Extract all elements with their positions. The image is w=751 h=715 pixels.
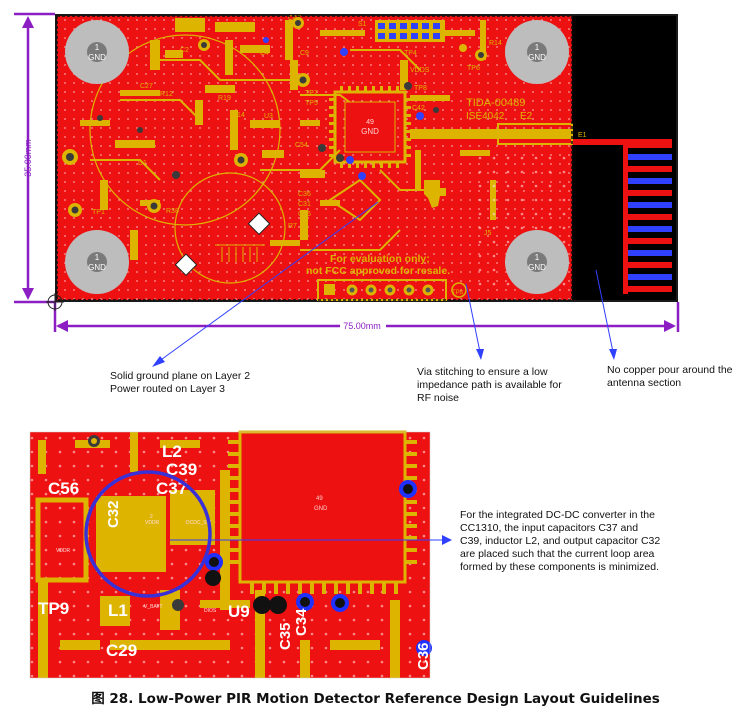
figure-caption: 图 28. Low-Power PIR Motion Detector Refe… <box>91 691 660 707</box>
svg-text:TP5: TP5 <box>305 100 318 107</box>
header-connector-top <box>375 20 445 42</box>
ti-logo <box>424 180 446 208</box>
rf-trace <box>410 129 572 139</box>
callout-arrows-top <box>152 201 617 367</box>
zoom-u9: U9 <box>228 602 250 621</box>
silkscreen: TIDA-00489 ISE4042 E2 E1 For evaluation … <box>92 15 587 296</box>
svg-text:R7: R7 <box>288 223 297 230</box>
svg-text:C41: C41 <box>412 96 425 103</box>
zoom-l2: L2 <box>162 442 182 461</box>
pir-lens-outline <box>174 172 286 284</box>
svg-text:1: 1 <box>535 253 540 262</box>
pir-pad-1 <box>247 212 271 236</box>
zoom-c29: C29 <box>106 641 137 660</box>
svg-text:GND: GND <box>528 53 546 62</box>
header-connector-bottom <box>317 279 467 301</box>
mounting-hole-br: 1 GND <box>505 230 569 294</box>
svg-text:C14: C14 <box>232 112 245 119</box>
svg-text:U3: U3 <box>264 113 273 120</box>
zoom-c36: C36 <box>415 642 432 670</box>
svg-text:GND: GND <box>88 263 106 272</box>
svg-text:2: 2 <box>150 514 153 520</box>
zoom-tp9: TP9 <box>38 599 69 618</box>
svg-text:TP1: TP1 <box>92 209 105 216</box>
svg-text:R14: R14 <box>489 40 502 47</box>
svg-text:DCDC_SW: DCDC_SW <box>186 520 212 526</box>
svg-text:TP7: TP7 <box>305 90 318 97</box>
svg-text:R38: R38 <box>166 208 179 215</box>
eval-line-2: not FCC approved for resale. <box>306 265 450 277</box>
svg-text:C31: C31 <box>298 201 311 208</box>
mounting-hole-tl: 1 GND <box>65 20 129 84</box>
svg-text:R12: R12 <box>160 91 173 98</box>
svg-text:VDDR: VDDR <box>56 548 71 554</box>
svg-text:C27: C27 <box>140 83 153 90</box>
svg-text:C67: C67 <box>288 15 301 22</box>
svg-text:C36: C36 <box>298 191 311 198</box>
callout-via-stitching: Via stitching to ensure a low impedance … <box>417 366 562 404</box>
zoom-c34: C34 <box>293 608 310 636</box>
svg-text:VDDS: VDDS <box>410 67 430 74</box>
dimension-height <box>14 12 55 304</box>
svg-text:1: 1 <box>95 43 100 52</box>
svg-text:V_BATT: V_BATT <box>144 604 163 610</box>
e1-label: E1 <box>578 132 587 139</box>
svg-text:J5: J5 <box>484 230 492 237</box>
svg-text:C54: C54 <box>295 142 308 149</box>
svg-text:C42: C42 <box>412 105 425 112</box>
zoom-c35: C35 <box>277 622 294 650</box>
svg-text:1: 1 <box>535 43 540 52</box>
svg-text:DIOS: DIOS <box>204 608 217 614</box>
callout-dcdc: For the integrated DC-DC converter in th… <box>460 509 661 573</box>
zoom-view: 49 GND C56 L2 C39 C37 C32 TP9 L1 C29 U9 … <box>29 430 432 679</box>
dimension-width-label: 75.00mm <box>343 321 381 331</box>
svg-text:TP6: TP6 <box>467 65 480 72</box>
svg-text:GND: GND <box>88 53 106 62</box>
mounting-hole-bl: 1 GND <box>65 230 129 294</box>
pcb-board: 49 GND <box>55 14 678 302</box>
zoom-l1: L1 <box>108 601 128 620</box>
callout-no-copper: No copper pour around the antenna sectio… <box>607 364 733 389</box>
svg-text:D1: D1 <box>138 160 147 167</box>
zoom-c39: C39 <box>166 460 197 479</box>
zoom-c37: C37 <box>156 479 187 498</box>
svg-text:C26: C26 <box>298 211 311 218</box>
svg-text:1: 1 <box>95 253 100 262</box>
svg-text:R16: R16 <box>182 20 195 27</box>
svg-text:VDDR: VDDR <box>145 520 160 526</box>
pir-pad-2 <box>174 253 198 277</box>
origin-marker <box>46 293 64 311</box>
svg-text:GND: GND <box>314 506 328 512</box>
svg-text:49: 49 <box>316 496 323 502</box>
mcu-chip-gnd: GND <box>361 127 379 136</box>
zoom-c32: C32 <box>105 500 122 528</box>
signal-traces <box>90 49 440 251</box>
dimension-height-label: 35.00mm <box>23 139 33 177</box>
zoom-c56: C56 <box>48 479 79 498</box>
test-point-tp7-label: TP8 <box>452 290 464 296</box>
svg-text:TP4: TP4 <box>404 50 417 57</box>
vias <box>62 17 487 217</box>
svg-text:C9: C9 <box>300 50 309 57</box>
board-id: TIDA-00489 <box>466 97 525 109</box>
callout-ground-plane: Solid ground plane on Layer 2 Power rout… <box>110 370 251 395</box>
svg-text:C2: C2 <box>180 47 189 54</box>
svg-text:S1: S1 <box>358 21 367 28</box>
svg-text:C4: C4 <box>260 50 269 57</box>
eval-line-1: For evaluation only; <box>330 253 430 265</box>
part-ref: ISE4042 <box>466 111 505 122</box>
mcu-chip: 49 GND <box>329 86 411 168</box>
e2-label: E2 <box>520 111 533 122</box>
mcu-chip-number: 49 <box>366 119 374 126</box>
mounting-hole-tr: 1 GND <box>505 20 569 84</box>
callout-arrow-dcdc <box>170 535 452 545</box>
dcdc-loop-highlight <box>84 470 212 598</box>
antenna-trace <box>572 139 672 294</box>
svg-text:R19: R19 <box>218 95 231 102</box>
svg-text:GND: GND <box>528 263 546 272</box>
pir-sensor-outline <box>89 34 281 226</box>
svg-text:TP8: TP8 <box>414 85 427 92</box>
